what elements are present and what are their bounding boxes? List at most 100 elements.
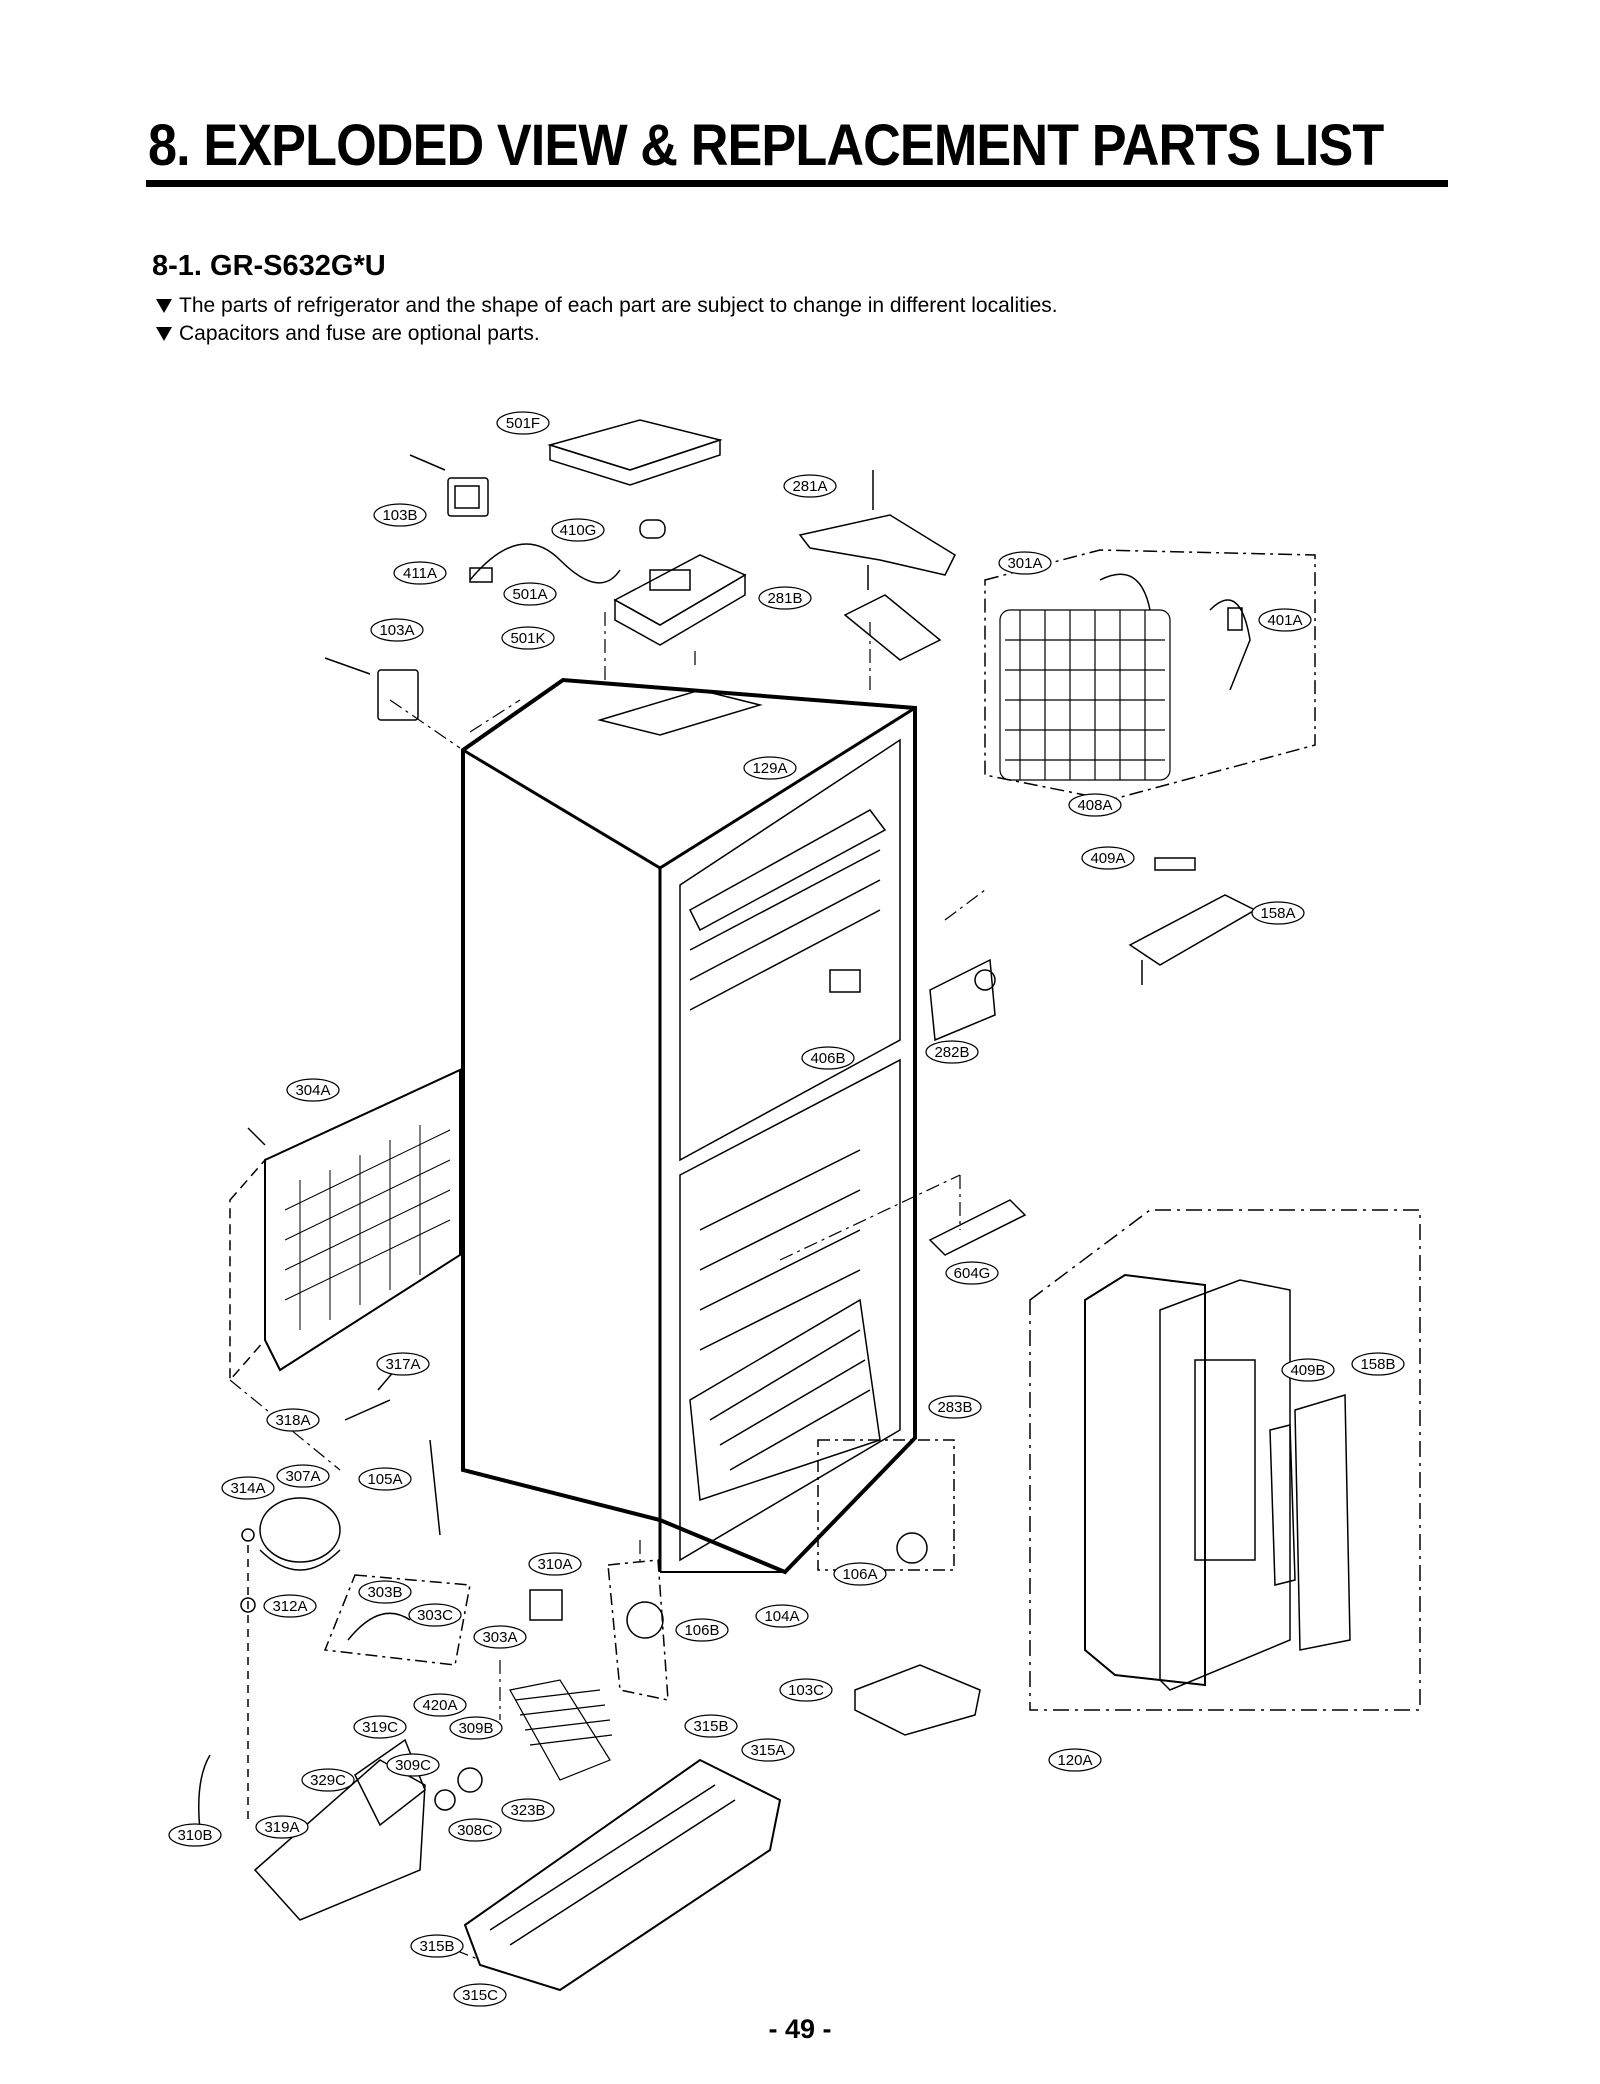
part-label: 409B: [1290, 1362, 1325, 1379]
part-callout: 315B: [410, 1934, 464, 1958]
callout-oval: [1081, 846, 1135, 870]
part-callout: 103B: [373, 503, 427, 527]
callout-oval: [779, 1678, 833, 1702]
part-label: 104A: [764, 1608, 799, 1625]
part-label: 314A: [230, 1480, 265, 1497]
part-callout: 420A: [413, 1693, 467, 1717]
note-text: The parts of refrigerator and the shape …: [179, 294, 1058, 317]
callout-oval: [221, 1476, 275, 1500]
part-callout: 105A: [358, 1467, 412, 1491]
part-callout: 323B: [501, 1798, 555, 1822]
part-callout: 120A: [1048, 1748, 1102, 1772]
callout-oval: [473, 1625, 527, 1649]
part-label: 106B: [684, 1622, 719, 1639]
callout-oval: [413, 1693, 467, 1717]
part-callout: 303A: [473, 1625, 527, 1649]
callout-oval: [758, 586, 812, 610]
callout-oval: [376, 1352, 430, 1376]
part-callout: 129A: [743, 756, 797, 780]
part-callout: 282B: [925, 1040, 979, 1064]
part-callout: 409B: [1281, 1358, 1335, 1382]
page-title: 8. EXPLODED VIEW & REPLACEMENT PARTS LIS…: [148, 113, 1384, 178]
part-label: 312A: [272, 1598, 307, 1615]
part-callout: 103A: [370, 618, 424, 642]
part-label: 281B: [767, 590, 802, 607]
note-text: Capacitors and fuse are optional parts.: [179, 322, 540, 345]
part-callout: 501A: [503, 582, 557, 606]
part-label: 310A: [537, 1556, 572, 1573]
part-callout: 158A: [1251, 901, 1305, 925]
part-callout: 106A: [833, 1562, 887, 1586]
part-label: 281A: [792, 478, 827, 495]
part-callout: 406B: [801, 1046, 855, 1070]
callout-oval: [501, 626, 555, 650]
callout-oval: [1048, 1748, 1102, 1772]
part-label: 317A: [385, 1356, 420, 1373]
part-callout: 317A: [376, 1352, 430, 1376]
part-label: 158B: [1360, 1356, 1395, 1373]
part-label: 315C: [462, 1987, 498, 2004]
part-label: 309B: [458, 1720, 493, 1737]
callout-oval: [684, 1714, 738, 1738]
part-callout: 303C: [408, 1603, 462, 1627]
part-callout: 409A: [1081, 846, 1135, 870]
part-label: 315A: [750, 1742, 785, 1759]
part-label: 315B: [419, 1938, 454, 1955]
part-callout: 315A: [741, 1738, 795, 1762]
callout-oval: [373, 503, 427, 527]
callout-oval: [353, 1715, 407, 1739]
callout-oval: [168, 1823, 222, 1847]
callout-oval: [386, 1753, 440, 1777]
part-label: 283B: [937, 1399, 972, 1416]
part-label: 604G: [954, 1265, 991, 1282]
part-label: 105A: [367, 1471, 402, 1488]
callout-oval: [998, 551, 1052, 575]
part-label: 406B: [810, 1050, 845, 1067]
callout-oval: [833, 1562, 887, 1586]
triangle-bullet-icon: [156, 299, 172, 313]
part-callout: 103C: [779, 1678, 833, 1702]
part-callout: 312A: [263, 1594, 317, 1618]
callout-oval: [783, 474, 837, 498]
callout-oval: [263, 1594, 317, 1618]
callout-oval: [675, 1618, 729, 1642]
part-callout: 304A: [286, 1078, 340, 1102]
part-callout: 408A: [1068, 793, 1122, 817]
part-label: 401A: [1267, 612, 1302, 629]
part-callout: 308C: [448, 1818, 502, 1842]
callout-oval: [528, 1552, 582, 1576]
callout-oval: [1251, 901, 1305, 925]
part-callout: 309C: [386, 1753, 440, 1777]
part-label: 301A: [1007, 555, 1042, 572]
callout-oval: [1258, 608, 1312, 632]
title-rule: [146, 180, 1448, 187]
part-callout: 310B: [168, 1823, 222, 1847]
callout-oval: [410, 1934, 464, 1958]
part-label: 408A: [1077, 797, 1112, 814]
callout-oval: [453, 1983, 507, 2007]
part-callout: 319A: [255, 1815, 309, 1839]
callout-oval: [1068, 793, 1122, 817]
part-callout: 283B: [928, 1395, 982, 1419]
callout-oval: [255, 1815, 309, 1839]
part-label: 329C: [310, 1772, 346, 1789]
callout-oval: [503, 582, 557, 606]
callout-oval: [1351, 1352, 1405, 1376]
part-label: 304A: [295, 1082, 330, 1099]
callout-oval: [358, 1467, 412, 1491]
part-label: 319C: [362, 1719, 398, 1736]
callout-oval: [741, 1738, 795, 1762]
part-label: 120A: [1057, 1752, 1092, 1769]
callout-oval: [496, 411, 550, 435]
part-callout: 281B: [758, 586, 812, 610]
callout-oval: [358, 1580, 412, 1604]
callout-oval: [801, 1046, 855, 1070]
part-label: 501F: [506, 415, 540, 432]
part-callout: 604G: [945, 1261, 999, 1285]
part-callout: 104A: [755, 1604, 809, 1628]
part-label: 315B: [693, 1718, 728, 1735]
part-label: 410G: [560, 522, 597, 539]
part-label: 420A: [422, 1697, 457, 1714]
part-label: 307A: [285, 1468, 320, 1485]
part-callout: 501F: [496, 411, 550, 435]
